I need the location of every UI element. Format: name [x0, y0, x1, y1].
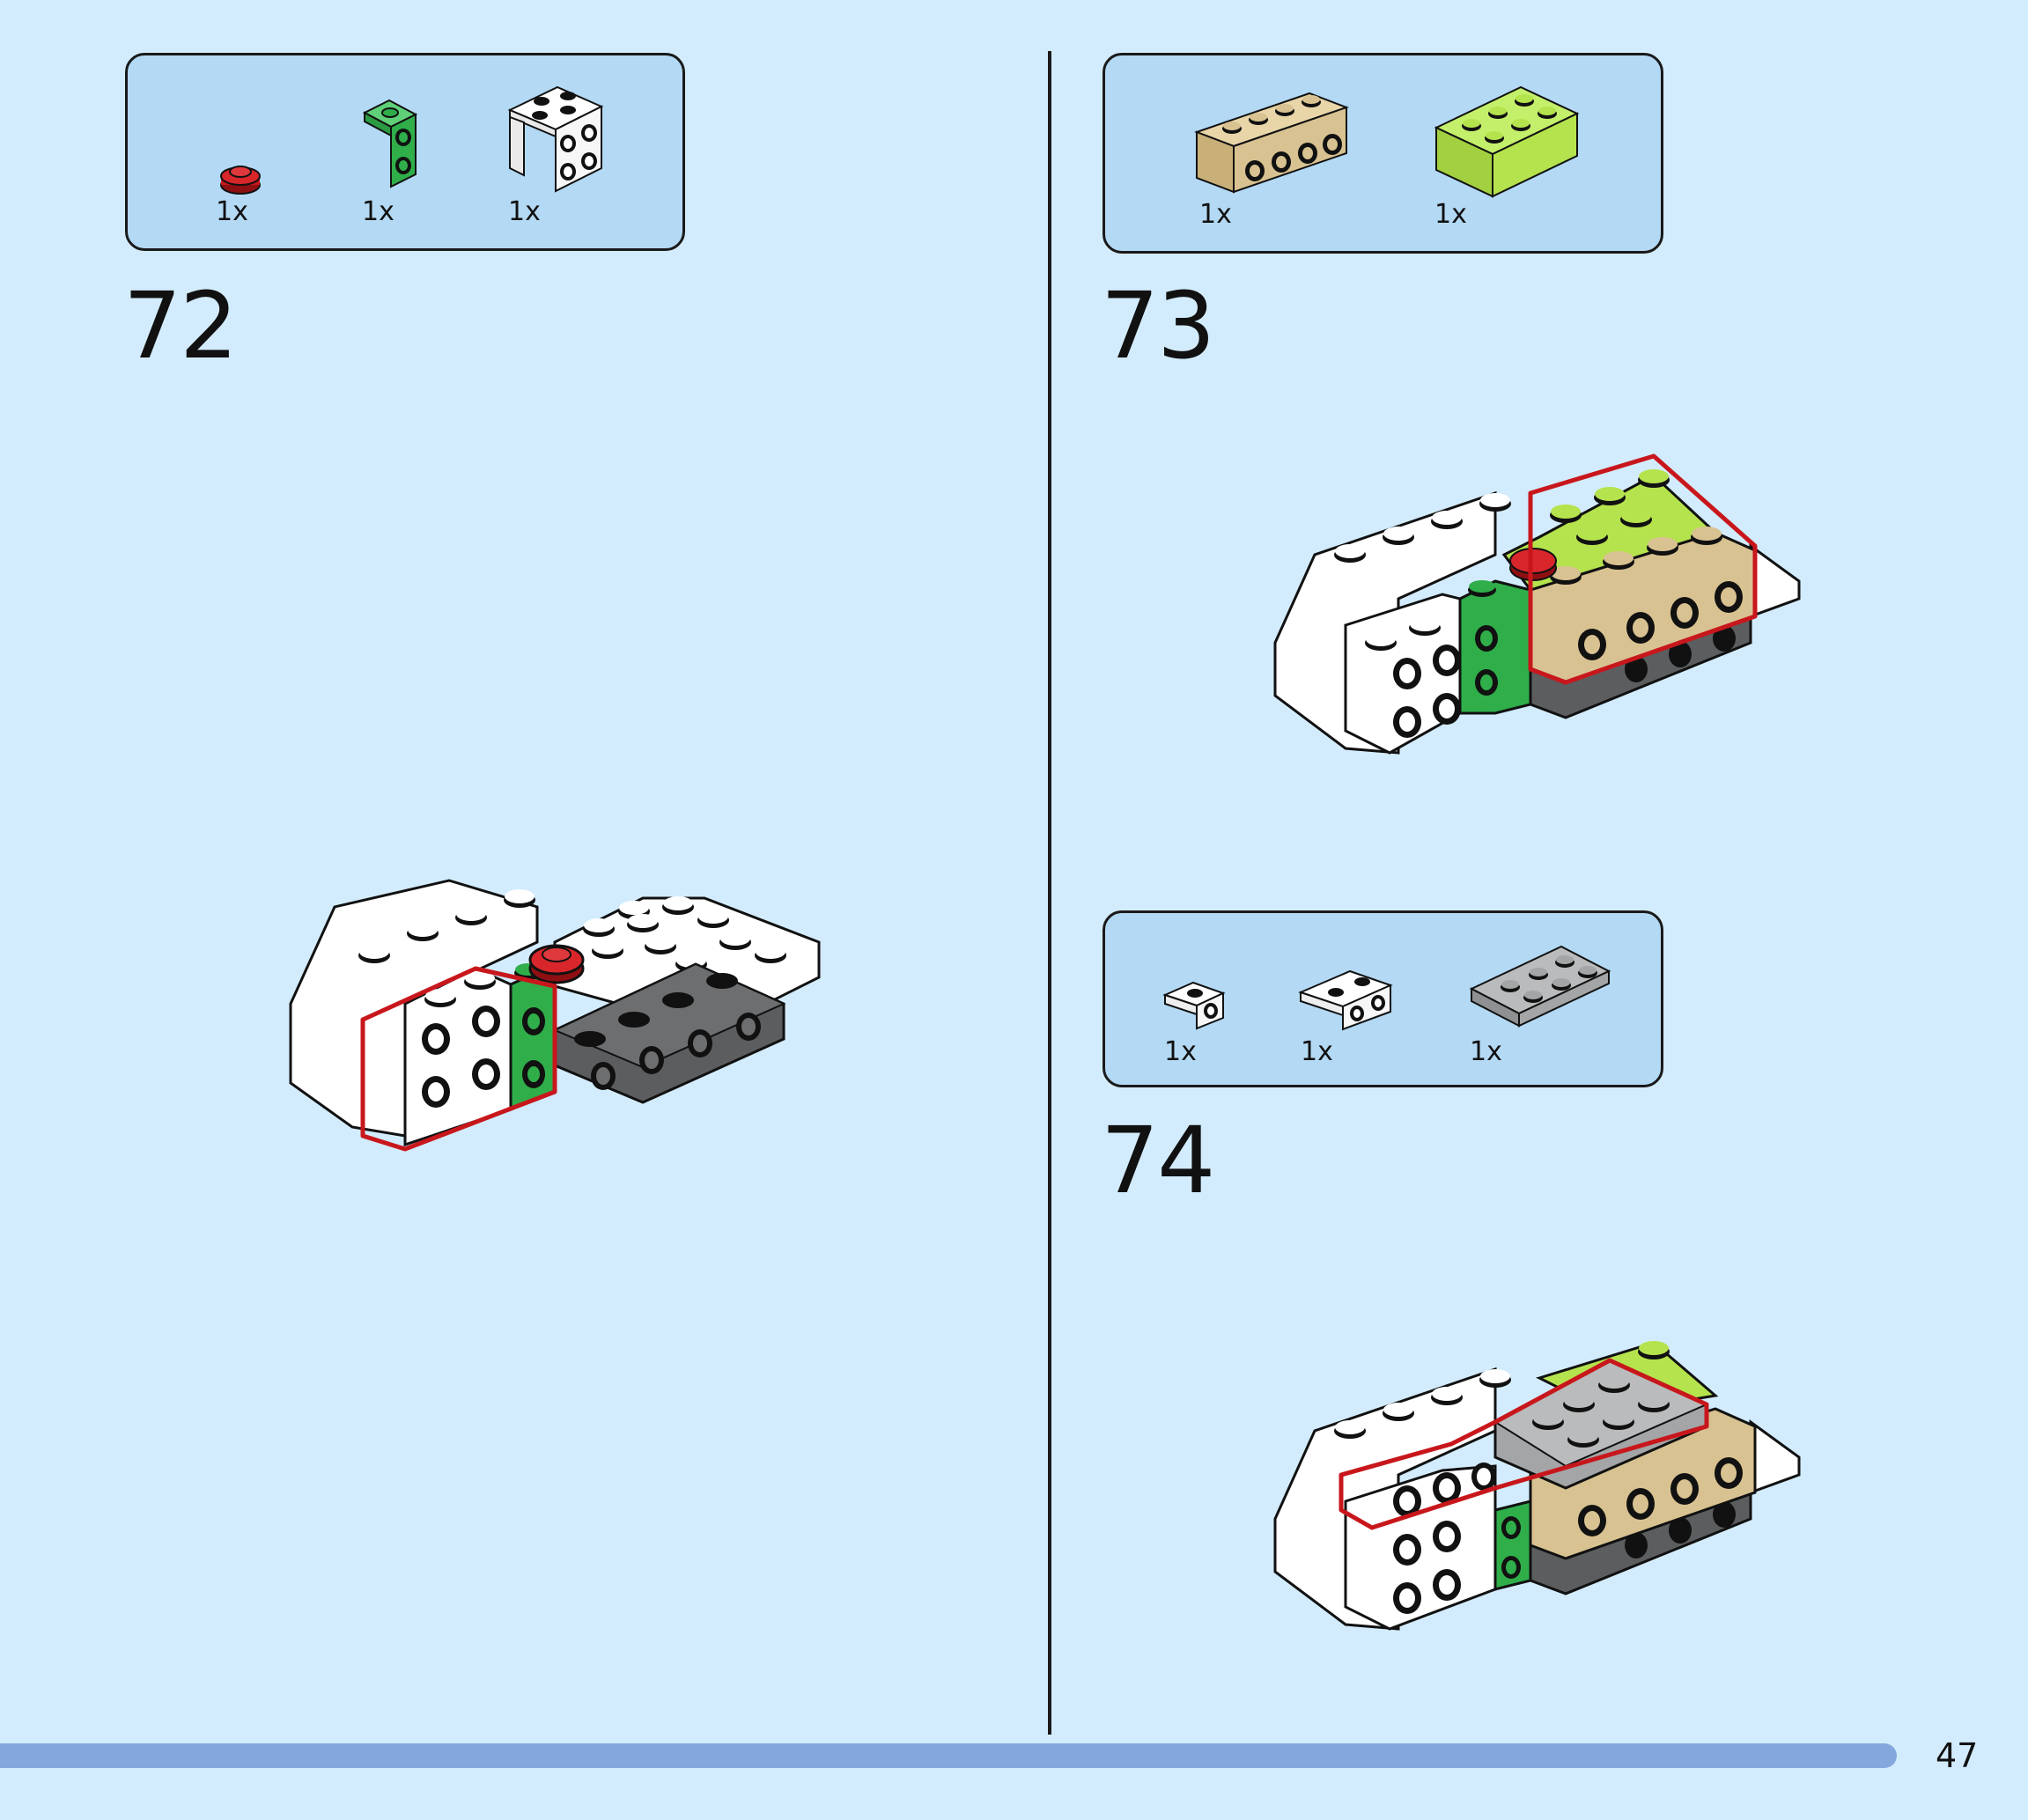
part-qty: 1x	[508, 196, 541, 227]
white-bracket-1x1-icon	[1162, 981, 1226, 1030]
part-qty: 1x	[362, 196, 395, 227]
part-qty: 1x	[216, 196, 248, 227]
lime-brick-2x3-icon	[1434, 85, 1580, 198]
step-72-model-illustration	[289, 879, 821, 1152]
parts-box-step-73: 1x 1x	[1102, 53, 1663, 254]
grey-plate-2x3-icon	[1469, 945, 1611, 1028]
parts-box-step-74: 1x 1x 1x	[1102, 910, 1663, 1087]
green-bracket-icon	[362, 99, 418, 188]
step-number: 72	[123, 272, 238, 379]
progress-bar	[0, 1743, 1897, 1768]
page-divider	[1048, 51, 1051, 1735]
step-73-model-illustration	[1273, 453, 1801, 755]
part-qty: 1x	[1470, 1036, 1502, 1067]
step-number: 73	[1101, 272, 1215, 379]
part-qty: 1x	[1164, 1036, 1197, 1067]
page-number: 47	[1936, 1736, 1979, 1775]
part-qty: 1x	[1199, 199, 1232, 230]
step-74-model-illustration	[1273, 1341, 1801, 1631]
part-qty: 1x	[1301, 1036, 1333, 1067]
parts-box-step-72: 1x 1x 1x	[125, 53, 685, 251]
red-round-plate-icon	[220, 166, 261, 195]
white-bracket-2x2-icon	[507, 85, 604, 193]
white-bracket-1x2-icon	[1298, 969, 1393, 1031]
part-qty: 1x	[1434, 199, 1467, 230]
tan-brick-1x4-icon	[1194, 92, 1349, 194]
step-number: 74	[1101, 1107, 1215, 1214]
